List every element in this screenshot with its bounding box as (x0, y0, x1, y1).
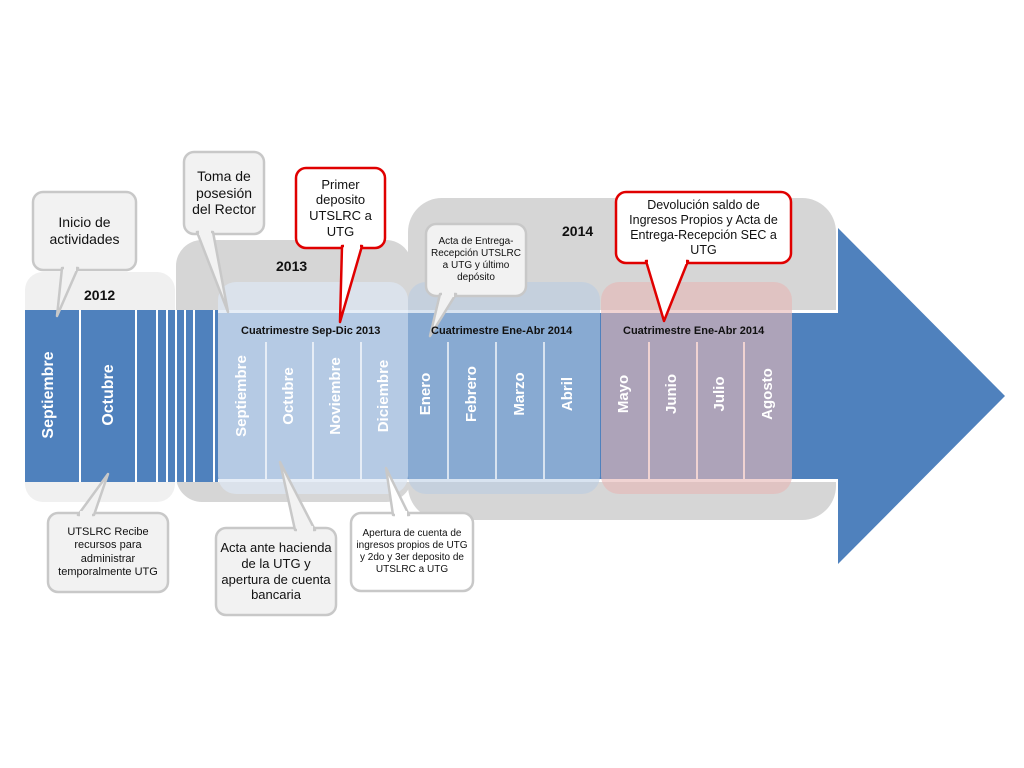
callout-acta-entrega-box (424, 222, 528, 298)
callout-recibe-box (46, 511, 170, 594)
month-label-2013-septiembre: Septiembre (233, 355, 250, 437)
month-label-2013-diciembre: Diciembre (375, 359, 392, 433)
timeline-arrow-head (838, 228, 1005, 564)
callout-acta-hacienda-text: Acta ante hacienda de la UTG y apertura … (220, 540, 332, 603)
term-ene-abr-2014-label: Cuatrimestre Ene-Abr 2014 (431, 325, 573, 337)
month-label-2013-octubre: Octubre (280, 367, 297, 425)
callout-acta-hacienda-box (214, 526, 338, 617)
callout-acta-entrega-text: Acta de Entrega-Recepción UTSLRC a UTG y… (430, 236, 522, 283)
callout-toma-text: Toma de posesión del Rector (192, 167, 256, 218)
year-2012-label: 2012 (84, 287, 116, 303)
callout-apertura-box (349, 511, 475, 593)
month-label-2014-mayo: Mayo (615, 374, 632, 414)
term-may-ago-2014-label: Cuatrimestre Ene-Abr 2014 (623, 325, 765, 337)
callout-apertura-text: Apertura de cuenta de ingresos propios d… (356, 528, 468, 575)
month-label-2014-enero: Enero (417, 372, 434, 416)
callout-primer-text: Primer deposito UTSLRC a UTG (309, 176, 372, 239)
term-sep-dic-2013-label: Cuatrimestre Sep-Dic 2013 (241, 325, 381, 337)
callout-inicio-box (31, 190, 138, 272)
month-label-2013-noviembre: Noviembre (327, 357, 344, 435)
month-label-2014-febrero: Febrero (463, 366, 480, 422)
callout-inicio-text: Inicio de actividades (49, 214, 120, 247)
month-label-2014-marzo: Marzo (511, 372, 528, 416)
callout-recibe-text: UTSLRC Recibe recursos para administrar … (58, 526, 158, 578)
term-ene-abr-2014-overlay (408, 282, 600, 494)
month-label-2014-abril: Abril (559, 376, 576, 412)
callout-primer-box (294, 166, 387, 250)
month-label-2012-octubre: Octubre (100, 364, 117, 426)
term-sep-dic-2013-overlay (218, 282, 408, 494)
term-may-ago-2014-overlay (601, 282, 792, 494)
year-2013-label: 2013 (276, 258, 308, 274)
month-label-2014-julio: Julio (711, 376, 728, 412)
callout-devolucion-text: Devolución saldo de Ingresos Propios y A… (629, 197, 778, 257)
month-label-2014-junio: Junio (663, 374, 680, 414)
month-label-2012-septiembre: Septiembre (40, 351, 57, 439)
year-2014-label: 2014 (562, 223, 594, 239)
callout-devolucion-box (614, 190, 793, 265)
month-label-2014-agosto: Agosto (759, 368, 776, 420)
callout-toma-box (182, 150, 266, 236)
